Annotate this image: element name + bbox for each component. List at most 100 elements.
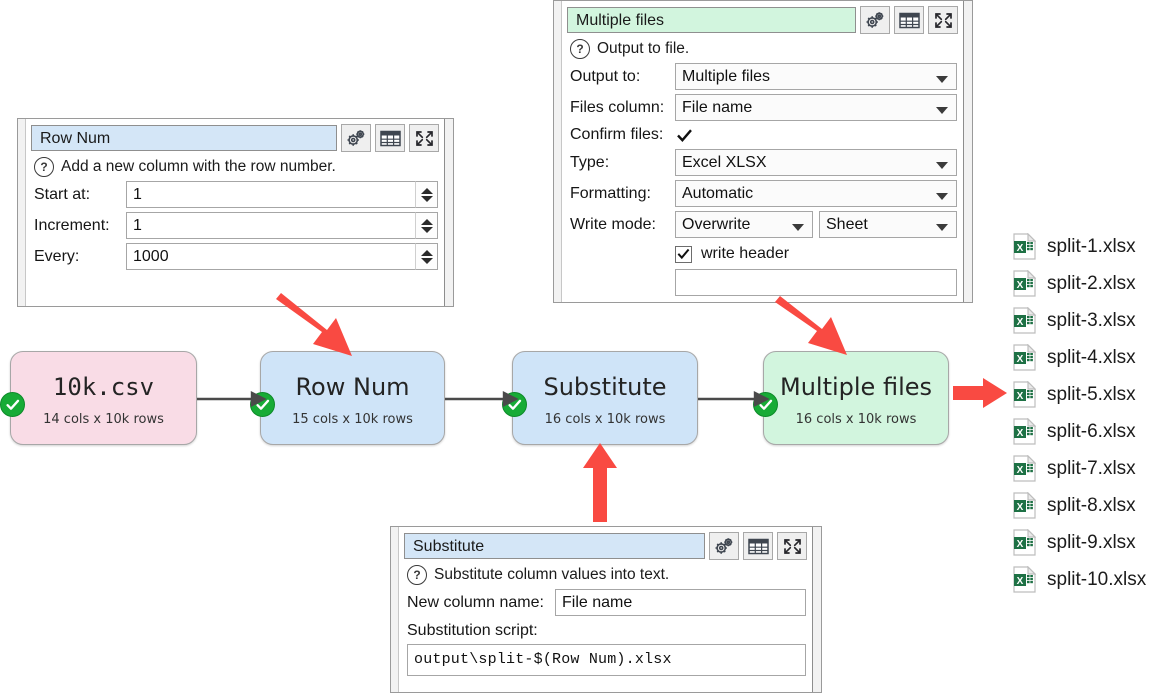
gears-icon[interactable] bbox=[860, 6, 890, 34]
write-header-checkbox[interactable] bbox=[675, 245, 692, 263]
list-item[interactable]: X split-3.xlsx bbox=[1013, 302, 1146, 339]
svg-text:X: X bbox=[1017, 502, 1024, 513]
sheet-select[interactable]: Sheet bbox=[819, 211, 957, 238]
expand-icon[interactable] bbox=[928, 6, 958, 34]
list-item[interactable]: X split-1.xlsx bbox=[1013, 228, 1146, 265]
panel-header-multiple-files: Multiple files bbox=[562, 1, 963, 38]
list-item[interactable]: X split-8.xlsx bbox=[1013, 487, 1146, 524]
node-subtitle: 14 cols x 10k rows bbox=[43, 412, 164, 427]
svg-text:X: X bbox=[1017, 317, 1024, 328]
chevron-down-icon bbox=[936, 76, 948, 83]
gears-icon[interactable] bbox=[709, 532, 739, 560]
expand-icon[interactable] bbox=[409, 124, 439, 152]
every-stepper[interactable] bbox=[415, 243, 438, 270]
node-substitute[interactable]: Substitute 16 cols x 10k rows bbox=[502, 351, 698, 445]
status-ok-icon bbox=[0, 392, 25, 417]
label-substitution-script: Substitution script: bbox=[399, 618, 812, 642]
formatting-select[interactable]: Automatic bbox=[675, 180, 957, 207]
help-icon[interactable]: ? bbox=[34, 157, 54, 177]
excel-file-icon: X bbox=[1013, 565, 1037, 593]
panel-row-num[interactable]: Row Num bbox=[17, 118, 454, 307]
excel-file-icon: X bbox=[1013, 380, 1037, 408]
pointer-arrow-output-files bbox=[953, 378, 1007, 408]
node-10k-csv[interactable]: 10k.csv 14 cols x 10k rows bbox=[0, 351, 197, 445]
list-item[interactable]: X split-9.xlsx bbox=[1013, 524, 1146, 561]
field-label: Increment: bbox=[34, 216, 110, 234]
node-title: Row Num bbox=[295, 373, 410, 401]
excel-file-icon: X bbox=[1013, 232, 1037, 260]
field-partial-row bbox=[562, 265, 963, 298]
panel-hint-substitute: ? Substitute column values into text. bbox=[399, 564, 812, 587]
panel-right-scrollbar[interactable] bbox=[963, 1, 972, 302]
field-label: New column name: bbox=[407, 593, 544, 611]
help-icon[interactable]: ? bbox=[570, 39, 590, 59]
confirm-files-checkbox[interactable] bbox=[675, 126, 693, 144]
hint-text: Substitute column values into text. bbox=[434, 566, 670, 583]
field-label: Start at: bbox=[34, 185, 91, 203]
list-item[interactable]: X split-7.xlsx bbox=[1013, 450, 1146, 487]
item-name-input[interactable]: Substitute bbox=[404, 533, 705, 559]
field-label: Output to: bbox=[570, 67, 641, 85]
svg-text:X: X bbox=[1017, 428, 1024, 439]
node-subtitle: 16 cols x 10k rows bbox=[544, 412, 666, 427]
panel-right-scrollbar[interactable] bbox=[444, 119, 453, 306]
chevron-down-icon bbox=[792, 224, 804, 231]
hint-text: Output to file. bbox=[597, 40, 690, 57]
table-icon[interactable] bbox=[743, 532, 773, 560]
increment-input[interactable]: 1 bbox=[126, 212, 438, 239]
new-column-name-input[interactable]: File name bbox=[555, 589, 806, 616]
status-ok-icon bbox=[753, 392, 778, 417]
expand-icon[interactable] bbox=[777, 532, 807, 560]
list-item[interactable]: X split-6.xlsx bbox=[1013, 413, 1146, 450]
every-input[interactable]: 1000 bbox=[126, 243, 438, 270]
node-subtitle: 16 cols x 10k rows bbox=[795, 412, 917, 427]
gears-icon[interactable] bbox=[341, 124, 371, 152]
substitution-script-input[interactable]: output\split-$(Row Num).xlsx bbox=[407, 644, 806, 676]
chevron-down-icon bbox=[936, 193, 948, 200]
panel-substitute[interactable]: Substitute bbox=[390, 526, 822, 693]
output-file-list: X split-1.xlsx X split-2.xlsx bbox=[1013, 228, 1146, 598]
list-item[interactable]: X split-10.xlsx bbox=[1013, 561, 1146, 598]
table-icon[interactable] bbox=[894, 6, 924, 34]
node-title: Multiple files bbox=[779, 373, 932, 401]
status-ok-icon bbox=[250, 392, 275, 417]
item-name-input[interactable]: Row Num bbox=[31, 125, 337, 151]
help-icon[interactable]: ? bbox=[407, 565, 427, 585]
list-item[interactable]: X split-4.xlsx bbox=[1013, 339, 1146, 376]
svg-text:X: X bbox=[1017, 391, 1024, 402]
script-label: Substitution script: bbox=[407, 622, 538, 639]
type-select[interactable]: Excel XLSX bbox=[675, 149, 957, 176]
list-item[interactable]: X split-5.xlsx bbox=[1013, 376, 1146, 413]
increment-stepper[interactable] bbox=[415, 212, 438, 239]
start-at-input[interactable]: 1 bbox=[126, 181, 438, 208]
files-column-select[interactable]: File name bbox=[675, 94, 957, 121]
file-name: split-3.xlsx bbox=[1047, 309, 1136, 331]
field-output-to: Output to: Multiple files bbox=[562, 61, 963, 92]
svg-text:X: X bbox=[1017, 465, 1024, 476]
panel-header-substitute: Substitute bbox=[399, 527, 812, 564]
node-multiple-files[interactable]: Multiple files 16 cols x 10k rows bbox=[753, 351, 949, 445]
chevron-down-icon bbox=[936, 162, 948, 169]
table-icon[interactable] bbox=[375, 124, 405, 152]
node-subtitle: 15 cols x 10k rows bbox=[292, 412, 413, 427]
panel-right-scrollbar[interactable] bbox=[812, 527, 821, 692]
item-name-input[interactable]: Multiple files bbox=[567, 7, 856, 33]
partial-input[interactable] bbox=[675, 269, 957, 296]
node-row-num[interactable]: Row Num 15 cols x 10k rows bbox=[250, 351, 445, 445]
write-mode-select[interactable]: Overwrite bbox=[675, 211, 813, 238]
field-label: Write mode: bbox=[570, 215, 656, 233]
start-at-stepper[interactable] bbox=[415, 181, 438, 208]
file-name: split-5.xlsx bbox=[1047, 383, 1136, 405]
panel-hint-row-num: ? Add a new column with the row number. bbox=[26, 156, 444, 179]
file-name: split-10.xlsx bbox=[1047, 568, 1147, 590]
list-item[interactable]: X split-2.xlsx bbox=[1013, 265, 1146, 302]
field-start-at: Start at: 1 bbox=[26, 179, 444, 210]
svg-text:X: X bbox=[1017, 354, 1024, 365]
svg-text:X: X bbox=[1017, 243, 1024, 254]
status-ok-icon bbox=[502, 392, 527, 417]
output-to-select[interactable]: Multiple files bbox=[675, 63, 957, 90]
excel-file-icon: X bbox=[1013, 528, 1037, 556]
node-title: Substitute bbox=[543, 373, 667, 401]
panel-multiple-files[interactable]: Multiple files bbox=[553, 0, 973, 303]
